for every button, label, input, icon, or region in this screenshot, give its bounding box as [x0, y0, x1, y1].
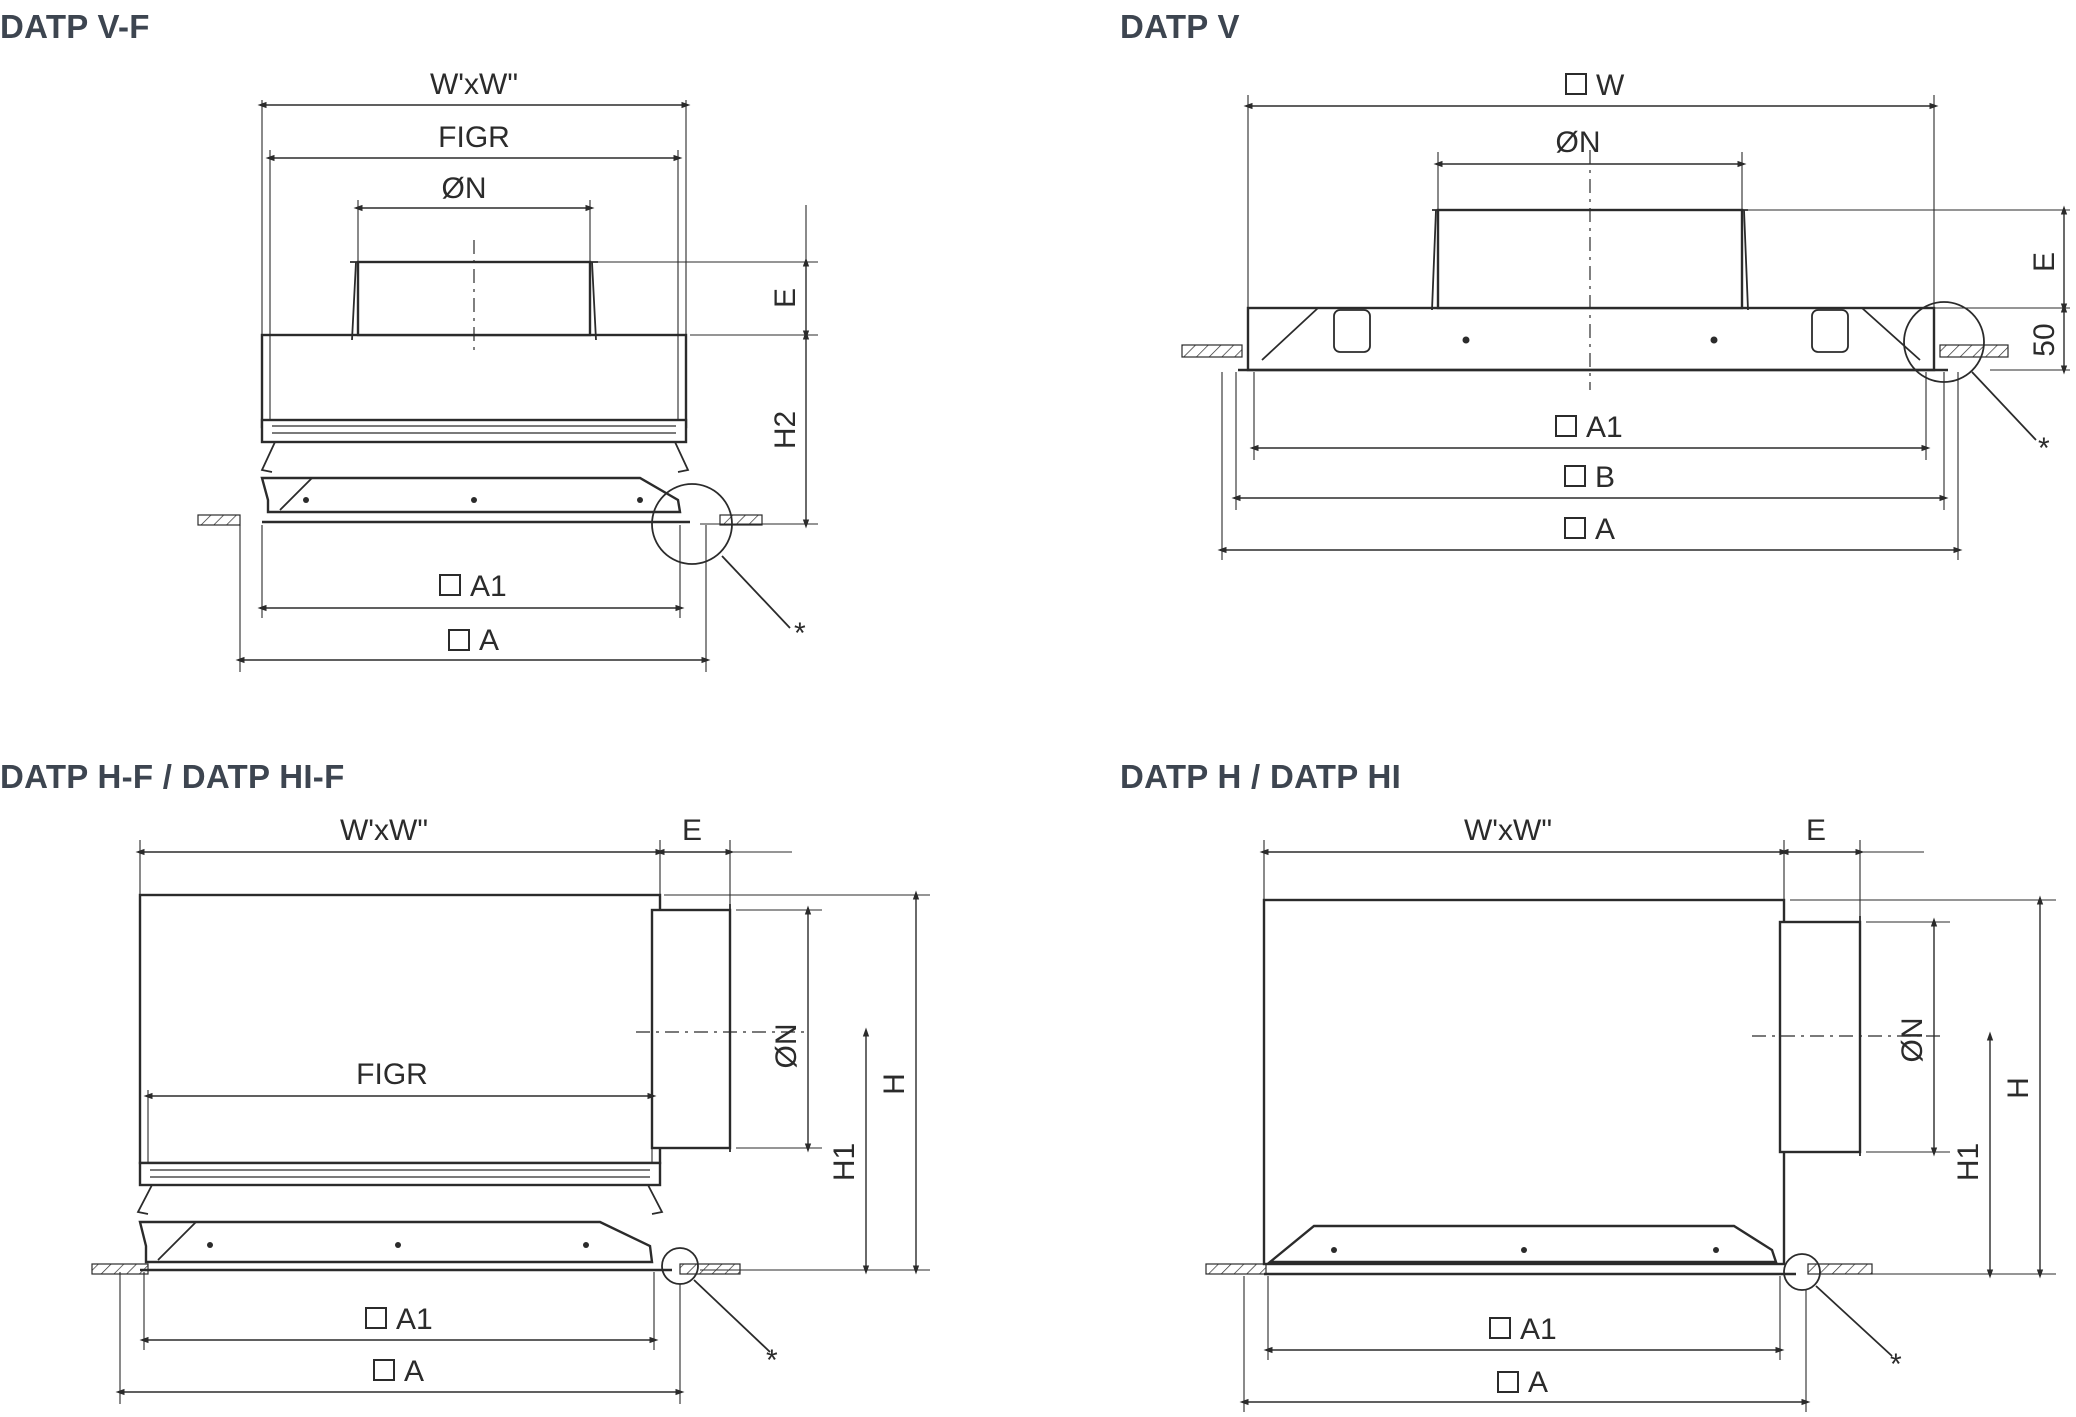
plenum-box — [1246, 306, 1936, 372]
panel-title-datp-v-f: DATP V-F — [0, 8, 150, 45]
detail-circle — [1783, 1253, 1821, 1291]
side-spigot — [650, 908, 732, 1150]
square-symbol-a1 — [365, 1307, 387, 1329]
square-symbol-w — [1565, 73, 1587, 95]
panel-datp-v-f: * W'xW" FIGR ØN E H2 A1 A — [197, 68, 818, 672]
square-symbol-a — [448, 629, 470, 651]
label-a: A — [1528, 1366, 1548, 1399]
label-dn: ØN — [442, 172, 487, 205]
label-ww: W'xW" — [340, 814, 428, 847]
square-symbol-a — [1497, 1371, 1519, 1393]
panel-title-datp-v: DATP V — [1120, 8, 1240, 45]
square-symbol-b — [1564, 465, 1586, 487]
label-h2: H2 — [769, 411, 802, 449]
plenum-box — [1262, 898, 1786, 1266]
panel-title-datp-h-f: DATP H-F / DATP HI-F — [0, 758, 345, 795]
label-a: A — [404, 1355, 424, 1388]
filter-frame — [138, 1161, 662, 1187]
panel-title-datp-h: DATP H / DATP HI — [1120, 758, 1402, 795]
detail-star-label: * — [766, 1344, 778, 1377]
label-e: E — [682, 814, 702, 847]
label-figr: FIGR — [356, 1058, 428, 1091]
label-a1: A1 — [1586, 411, 1623, 444]
ceiling-hatch-left — [197, 514, 241, 526]
label-dn: ØN — [1896, 1018, 1929, 1063]
label-h: H — [878, 1073, 911, 1095]
label-h: H — [2002, 1077, 2035, 1099]
label-a1: A1 — [470, 570, 507, 603]
panel-datp-v: * W ØN E 50 A1 B A — [1181, 69, 2070, 560]
label-a: A — [479, 624, 499, 657]
label-dn: ØN — [1556, 126, 1601, 159]
label-ww: W'xW" — [430, 68, 518, 101]
label-50: 50 — [2028, 323, 2061, 356]
clip-left — [1333, 309, 1371, 353]
label-a1: A1 — [396, 1303, 433, 1336]
diffuser-face — [1266, 1224, 1778, 1264]
ceiling-hatch-right — [1939, 344, 2009, 358]
ceiling-hatch-right — [1807, 1263, 1873, 1275]
diffuser-face — [260, 476, 682, 514]
label-w: W — [1596, 69, 1625, 102]
label-dn: ØN — [770, 1024, 803, 1069]
clip-right — [1811, 309, 1849, 353]
side-spigot — [1778, 920, 1862, 1154]
detail-star-label: * — [794, 617, 806, 650]
label-b: B — [1595, 461, 1615, 494]
label-e: E — [769, 288, 802, 308]
ceiling-hatch-left — [1181, 344, 1243, 358]
label-e: E — [1806, 814, 1826, 847]
ceiling-hatch-right — [719, 514, 763, 526]
label-a1: A1 — [1520, 1313, 1557, 1346]
square-symbol-a1 — [1555, 415, 1577, 437]
filter-frame — [260, 418, 688, 444]
square-symbol-a1 — [1489, 1317, 1511, 1339]
square-symbol-a — [1564, 517, 1586, 539]
diffuser-face — [138, 1220, 654, 1264]
label-figr: FIGR — [438, 121, 510, 154]
panel-datp-h: * W'xW" E ØN H1 H A1 A — [1205, 814, 2056, 1412]
ceiling-hatch-left — [1205, 1263, 1267, 1275]
detail-star-label: * — [2038, 432, 2050, 465]
detail-star-label: * — [1890, 1348, 1902, 1381]
label-a: A — [1595, 513, 1615, 546]
panel-datp-h-f: * W'xW" E FIGR ØN H1 H A1 A — [91, 814, 930, 1404]
label-h1: H1 — [1952, 1143, 1985, 1181]
label-h1: H1 — [828, 1143, 861, 1181]
label-e: E — [2028, 252, 2061, 272]
square-symbol-a — [373, 1359, 395, 1381]
label-ww: W'xW" — [1464, 814, 1552, 847]
square-symbol-a1 — [439, 574, 461, 596]
plenum-box — [138, 893, 662, 1165]
ceiling-hatch-right — [679, 1263, 741, 1275]
